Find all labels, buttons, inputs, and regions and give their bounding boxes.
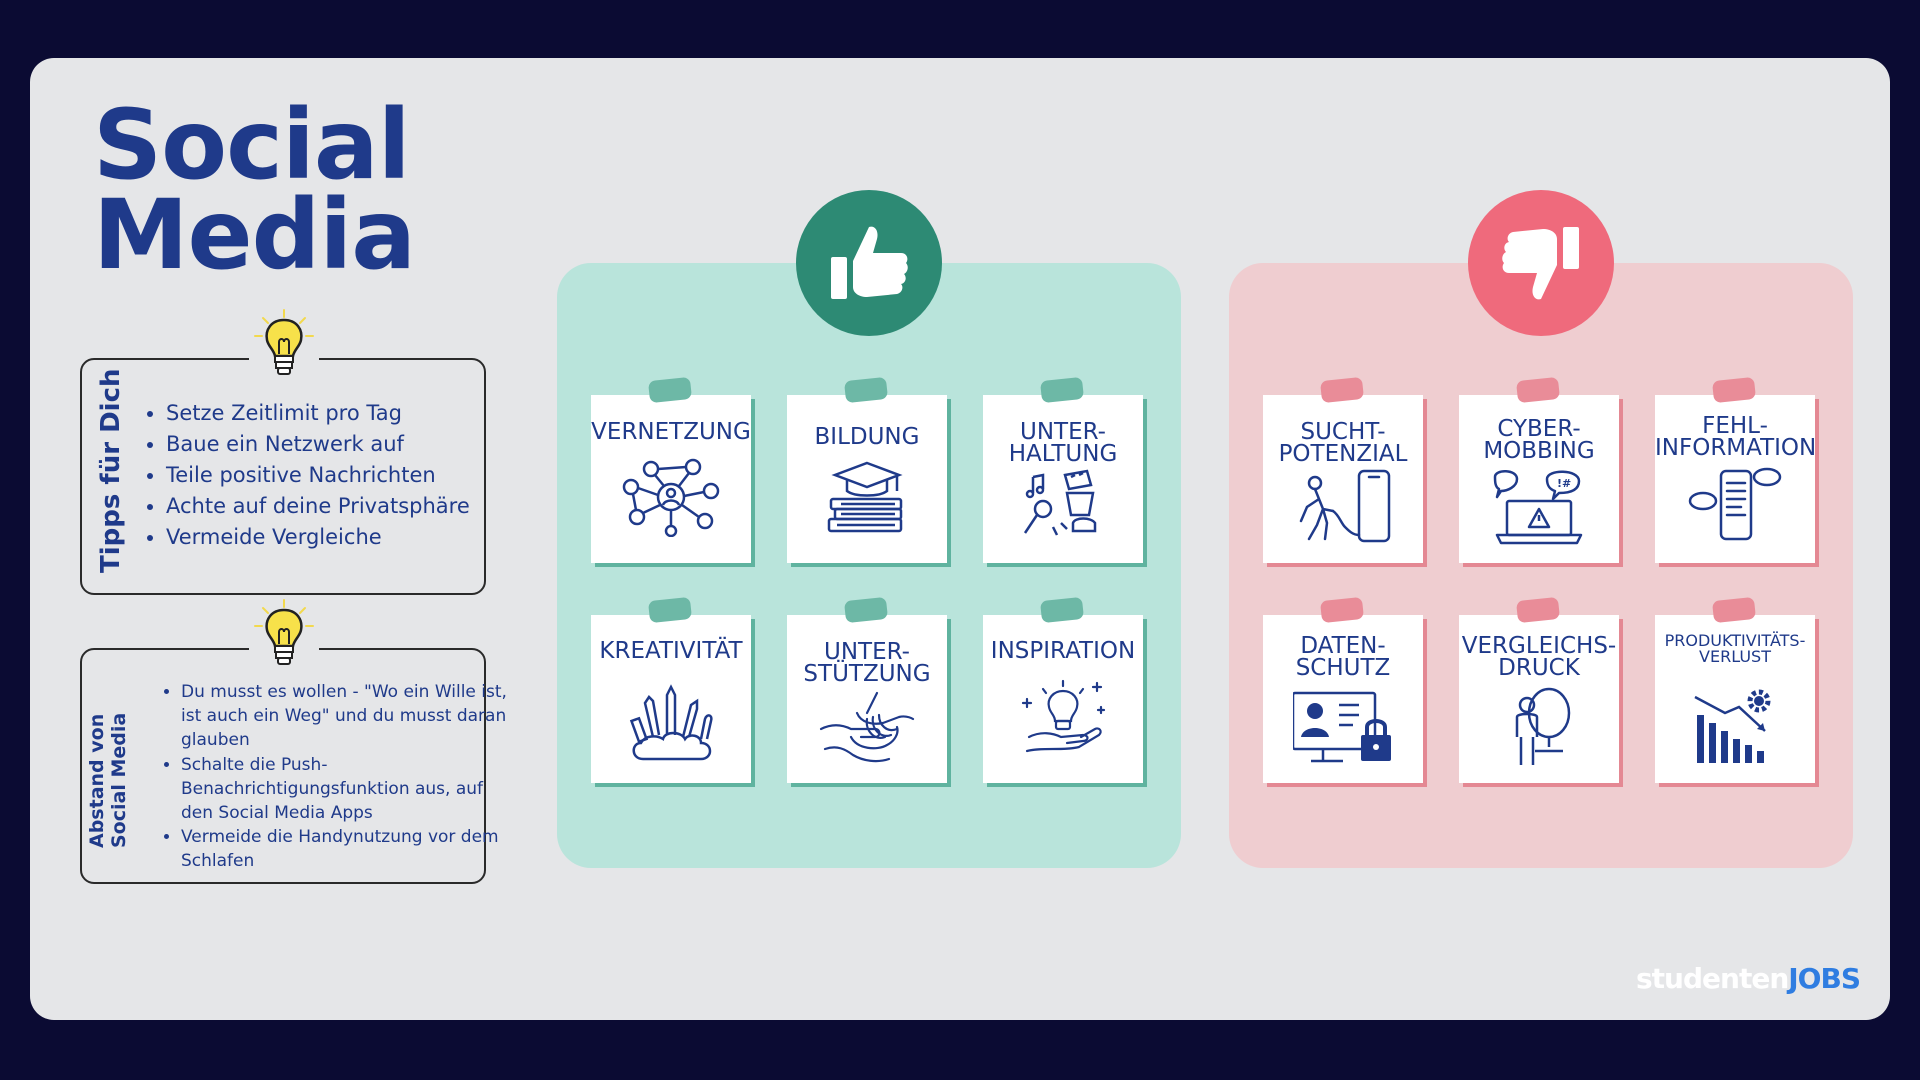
tape <box>1711 596 1757 624</box>
list-item: Teile positive Nachrichten <box>166 460 470 491</box>
thumbs-down-icon <box>1468 190 1614 336</box>
distance-label-line-2: Social Media <box>108 712 130 848</box>
declining-chart-icon <box>1694 689 1771 763</box>
lightbulb-icon <box>249 598 319 670</box>
thumbs-up-icon <box>796 190 942 336</box>
list-item: Baue ein Netzwerk auf <box>166 429 470 460</box>
phone-chain-icon <box>1299 469 1391 543</box>
con-card-produktivitaetsverlust: PRODUKTIVITÄTS- VERLUST <box>1655 596 1815 783</box>
tape <box>1319 596 1365 624</box>
tape <box>843 596 889 624</box>
fake-news-phone-icon <box>1688 467 1782 541</box>
art-supplies-icon <box>629 684 713 761</box>
card-label: VERNETZUNG <box>591 419 751 445</box>
logo-part-2: JOBS <box>1788 962 1861 995</box>
list-item: Du musst es wollen - "Wo ein Wille ist, … <box>181 680 511 753</box>
tape <box>1039 596 1085 624</box>
distance-label: Abstand von Social Media <box>86 713 130 848</box>
card-label: SUCHT- POTENZIAL <box>1278 419 1408 467</box>
tips-list: Setze Zeitlimit pro Tag Baue ein Netzwer… <box>140 398 470 553</box>
list-item: Vermeide Vergleiche <box>166 522 470 553</box>
con-card-fehlinformation: FEHL- INFORMATION <box>1655 376 1817 563</box>
pro-card-unterstuetzung: UNTER- STÜTZUNG <box>787 596 947 783</box>
tape <box>1319 376 1365 404</box>
network-icon <box>622 458 720 537</box>
distance-list: Du musst es wollen - "Wo ein Wille ist, … <box>155 680 511 874</box>
pro-card-bildung: BILDUNG <box>787 376 947 563</box>
card-label: CYBER- MOBBING <box>1483 416 1595 464</box>
card-label: INSPIRATION <box>990 638 1136 664</box>
tape <box>647 596 693 624</box>
card-label: KREATIVITÄT <box>599 638 743 664</box>
tape <box>647 376 693 404</box>
entertainment-icon <box>1023 469 1097 536</box>
pro-card-vernetzung: VERNETZUNG <box>591 376 751 563</box>
con-card-datenschutz: DATEN- SCHUTZ <box>1263 596 1423 783</box>
lightbulb-icon <box>249 308 319 380</box>
tape <box>843 376 889 404</box>
tape <box>1515 376 1561 404</box>
card-label: VERGLEICHS- DRUCK <box>1461 633 1617 681</box>
page-title: Social Media <box>93 89 416 291</box>
helping-hands-icon <box>819 691 915 763</box>
card-label: PRODUKTIVITÄTS- VERLUST <box>1664 631 1806 666</box>
pro-card-inspiration: INSPIRATION <box>983 596 1143 783</box>
monitor-lock-icon <box>1293 691 1391 763</box>
tape <box>1711 376 1757 404</box>
title-line-2: Media <box>93 179 416 291</box>
tips-label: Tipps für Dich <box>96 368 126 573</box>
pro-card-kreativitaet: KREATIVITÄT <box>591 596 751 783</box>
graduation-books-icon <box>827 461 903 533</box>
con-card-vergleichsdruck: VERGLEICHS- DRUCK <box>1459 596 1619 783</box>
studentenjobs-logo: studentenJOBS <box>1636 962 1861 995</box>
people-mirror-icon <box>1515 687 1571 765</box>
card-label: UNTER- STÜTZUNG <box>803 639 931 687</box>
card-label: UNTER- HALTUNG <box>1008 419 1118 467</box>
lightbulb-hand-icon <box>1021 679 1106 753</box>
svg-text:!#: !# <box>1557 477 1571 490</box>
list-item: Vermeide die Handynutzung vor dem Schlaf… <box>181 825 511 873</box>
title-line-1: Social <box>93 89 411 201</box>
tape <box>1039 376 1085 404</box>
list-item: Schalte die Push-Benachrichtigungsfunkti… <box>181 753 511 826</box>
con-card-cybermobbing: CYBER- MOBBING !# <box>1459 376 1619 563</box>
list-item: Achte auf deine Privatsphäre <box>166 491 470 522</box>
distance-label-line-1: Abstand von <box>86 713 108 848</box>
laptop-warning-icon: !# <box>1493 470 1583 545</box>
card-label: FEHL- INFORMATION <box>1655 413 1817 461</box>
card-label: DATEN- SCHUTZ <box>1295 633 1391 681</box>
pro-card-unterhaltung: UNTER- HALTUNG <box>983 376 1143 563</box>
con-card-suchtpotenzial: SUCHT- POTENZIAL <box>1263 376 1423 563</box>
list-item: Setze Zeitlimit pro Tag <box>166 398 470 429</box>
card-label: BILDUNG <box>814 424 920 450</box>
logo-part-1: studenten <box>1636 962 1789 995</box>
tape <box>1515 596 1561 624</box>
